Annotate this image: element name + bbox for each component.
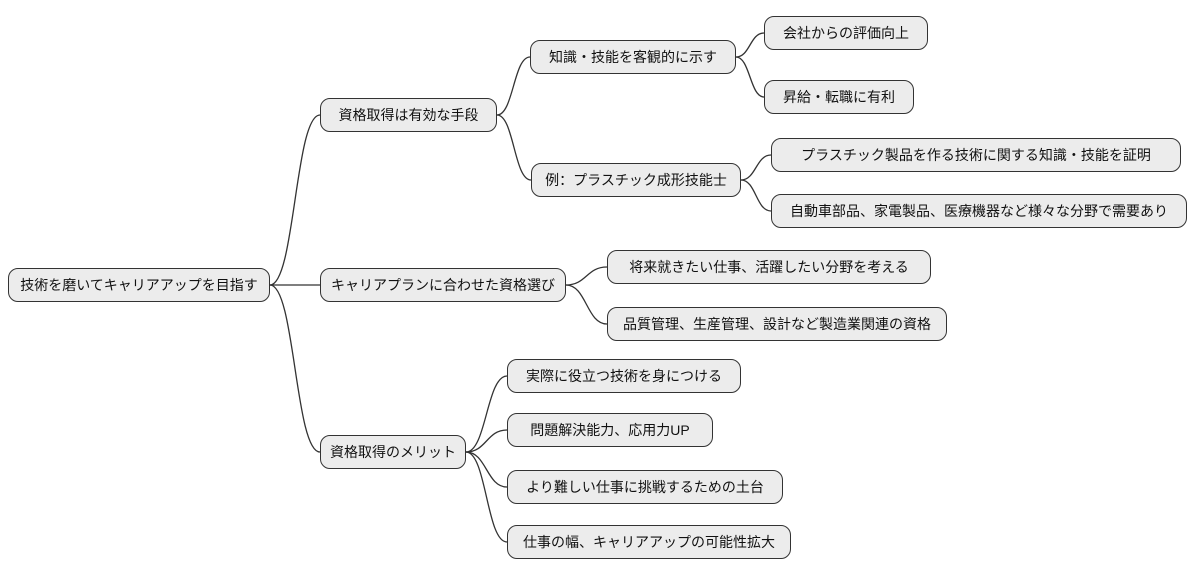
mindmap-node-c1a: 知識・技能を客観的に示す	[530, 40, 736, 74]
node-label: 会社からの評価向上	[783, 25, 909, 41]
mindmap-node-l4: 自動車部品、家電製品、医療機器など様々な分野で需要あり	[771, 194, 1187, 228]
node-label: 昇給・転職に有利	[783, 89, 895, 105]
mindmap-node-l7: 実際に役立つ技術を身につける	[507, 359, 741, 393]
node-label: 将来就きたい仕事、活躍したい分野を考える	[629, 259, 909, 275]
mindmap-node-l3: プラスチック製品を作る技術に関する知識・技能を証明	[771, 138, 1181, 172]
node-label: 知識・技能を客観的に示す	[549, 49, 717, 65]
mindmap-node-l1: 会社からの評価向上	[764, 16, 928, 50]
mindmap-node-b2: キャリアプランに合わせた資格選び	[320, 268, 566, 302]
node-label: プラスチック製品を作る技術に関する知識・技能を証明	[801, 147, 1151, 163]
edge-b3-l7	[465, 375, 508, 453]
edge-c1a-l2	[735, 56, 765, 98]
edge-b2-l5	[565, 266, 608, 286]
edge-root-b1	[269, 114, 321, 286]
mindmap-node-b1: 資格取得は有効な手段	[320, 98, 497, 132]
mindmap-node-l9: より難しい仕事に挑戦するための土台	[507, 470, 783, 504]
edge-c1a-l1	[735, 32, 765, 58]
edge-c1b-l4	[740, 179, 772, 212]
node-label: より難しい仕事に挑戦するための土台	[526, 479, 764, 495]
edge-b3-l10	[465, 451, 508, 543]
mindmap-node-c1b: 例：プラスチック成形技能士	[531, 163, 741, 197]
mindmap-node-l8: 問題解決能力、応用力UP	[507, 413, 713, 447]
mindmap-node-root: 技術を磨いてキャリアアップを目指す	[8, 268, 270, 302]
mindmap-node-l10: 仕事の幅、キャリアアップの可能性拡大	[507, 525, 791, 559]
edge-b1-c1b	[496, 114, 532, 181]
node-label: 資格取得は有効な手段	[338, 107, 479, 123]
edge-c1b-l3	[740, 154, 772, 181]
mindmap-node-l2: 昇給・転職に有利	[764, 80, 914, 114]
edge-b1-c1a	[496, 56, 531, 116]
node-label: 自動車部品、家電製品、医療機器など様々な分野で需要あり	[790, 203, 1168, 219]
node-label: 実際に役立つ技術を身につける	[526, 368, 722, 384]
mindmap-node-l6: 品質管理、生産管理、設計など製造業関連の資格	[607, 307, 947, 341]
node-label: 問題解決能力、応用力UP	[530, 422, 690, 438]
mindmap-node-l5: 将来就きたい仕事、活躍したい分野を考える	[607, 250, 931, 284]
node-label: 仕事の幅、キャリアアップの可能性拡大	[523, 534, 775, 550]
node-label: キャリアプランに合わせた資格選び	[331, 277, 555, 293]
node-label: 例：プラスチック成形技能士	[545, 172, 727, 188]
node-label: 技術を磨いてキャリアアップを目指す	[20, 277, 258, 293]
node-label: 資格取得のメリット	[330, 444, 456, 460]
edge-root-b3	[269, 284, 321, 453]
node-label: 品質管理、生産管理、設計など製造業関連の資格	[623, 316, 931, 332]
mindmap-node-b3: 資格取得のメリット	[320, 435, 466, 469]
edge-b3-l9	[465, 451, 508, 488]
edge-b3-l8	[465, 429, 508, 453]
edge-b2-l6	[565, 284, 608, 325]
